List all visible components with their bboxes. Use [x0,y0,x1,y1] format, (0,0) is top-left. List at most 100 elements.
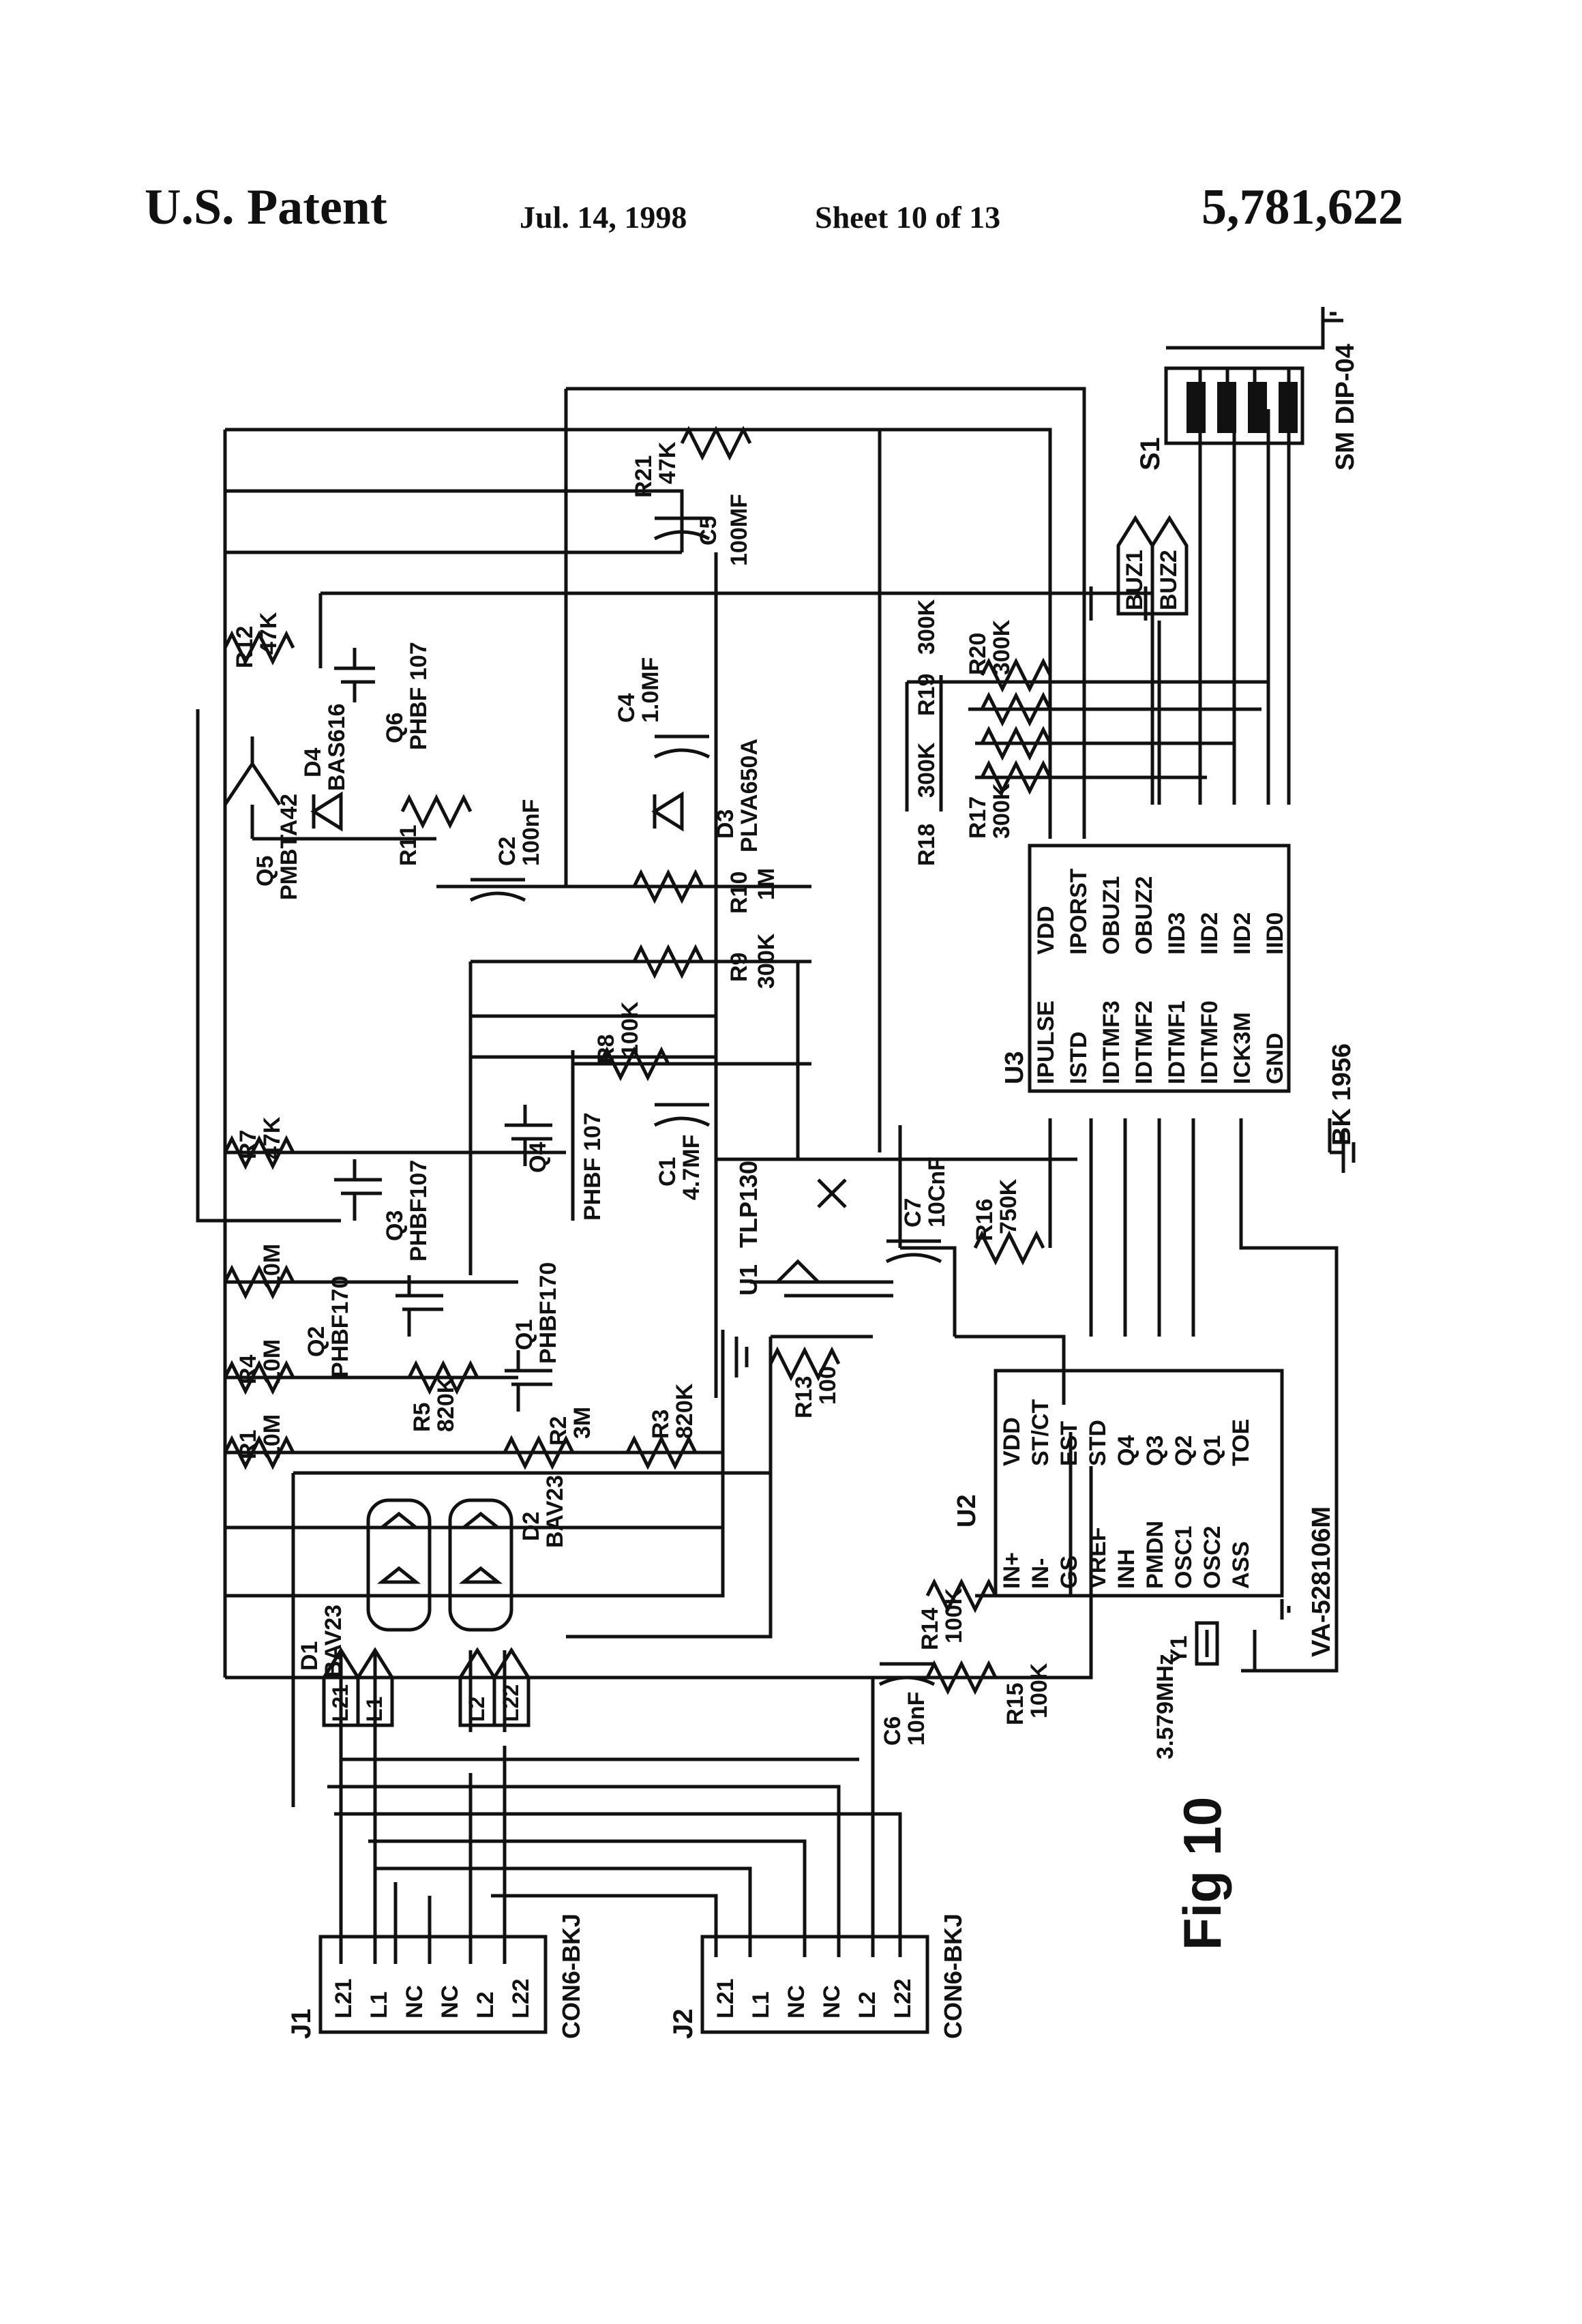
j2-part: CON6-BKJ [939,1913,967,2039]
svg-text:R9: R9 [726,953,752,982]
diode-d4 [310,791,343,832]
resistor-r3 [625,1435,698,1470]
u2-part: VA-528106M [1307,1506,1336,1657]
u2-pin-est: EST [1056,1421,1082,1466]
ground-symbols [734,307,1356,1620]
u3-part: BK 1956 [1328,1043,1356,1146]
resistor-r14 [925,1578,998,1613]
svg-text:300K: 300K [753,933,779,989]
svg-text:47K: 47K [256,612,282,655]
u3-pin-iporst: IPORST [1066,868,1092,955]
u3-pin-names-right: VDD IPORST OBUZ1 OBUZ2 IID3 IID2 IID2 II… [1033,868,1288,955]
resistor-r18 [980,726,1052,761]
diodes [310,791,684,1632]
svg-text:750K: 750K [996,1178,1021,1234]
capacitor-c1 [653,1103,711,1127]
svg-text:D1: D1 [297,1641,323,1671]
diode-labels: D4 BAS616 D3 PLVA650A D1 BAV23 D2 BAV23 [297,703,762,1678]
u2-pin-osc2: OSC2 [1199,1525,1225,1589]
svg-text:L1: L1 [366,1991,392,2018]
svg-text:C7: C7 [900,1198,926,1227]
svg-text:PHBF 107: PHBF 107 [406,642,432,750]
svg-text:300K: 300K [914,742,940,798]
u2-pin-in-minus: IN- [1028,1558,1054,1589]
svg-text:1.0MF: 1.0MF [638,657,663,723]
resistor-r21 [680,426,752,461]
buz2-label: BUZ2 [1156,550,1182,610]
resistor-r5 [407,1360,479,1395]
svg-text:R8: R8 [593,1034,619,1064]
u2-pin-pmdn: PMDN [1142,1521,1168,1589]
u2-pin-vref: VREF [1085,1527,1111,1589]
resistor-r8 [598,1046,670,1082]
svg-text:100K: 100K [1026,1663,1052,1718]
resistor-r1 [223,1435,295,1470]
svg-text:300K: 300K [989,783,1015,839]
svg-text:Q4: Q4 [525,1142,551,1173]
capacitor-labels: C5 100MF C4 1.0MF C2 100nF C1 4.7MF C7 1… [494,494,950,1746]
line-tag-l2-label: L2 [464,1697,489,1722]
u2-pin-st-ct: ST/CT [1028,1399,1054,1466]
transistor-q4 [505,1105,552,1166]
svg-text:Q6: Q6 [382,713,408,743]
svg-text:4.7MF: 4.7MF [678,1135,704,1200]
svg-text:3M: 3M [569,1407,595,1439]
j2-pin-names: L21 L1 NC NC L2 L22 [713,1978,916,2018]
j1-pin-names: L21 L1 NC NC L2 L22 [331,1978,534,2018]
capacitor-c4 [653,734,711,759]
resistor-r13 [768,1346,841,1382]
svg-text:PMBTA42: PMBTA42 [276,794,302,900]
svg-text:L2: L2 [854,1991,880,2018]
svg-text:47K: 47K [655,441,681,484]
svg-text:R21: R21 [631,456,657,498]
u1-ref: U1 [734,1264,762,1296]
svg-text:Q1: Q1 [511,1320,537,1350]
resistor-r20 [980,657,1052,693]
svg-text:NC: NC [402,1985,428,2018]
svg-text:100K: 100K [941,1588,967,1643]
dip-switch-s1 [1164,366,1304,445]
u2-pin-gs: GS [1056,1555,1082,1589]
figure-label: Fig 10 [1172,1797,1232,1950]
resistor-r19 [980,691,1052,727]
u2-pin-names: IN+ IN- GS VREF INH PMDN OSC1 OSC2 ASS [999,1521,1254,1589]
svg-text:PHBF 107: PHBF 107 [580,1112,606,1221]
connector-j1 [318,1935,548,2034]
svg-text:Q5: Q5 [252,856,278,887]
svg-text:R3: R3 [648,1410,674,1439]
svg-text:R5: R5 [409,1403,435,1432]
svg-text:L22: L22 [890,1978,916,2018]
sheet-number: Sheet 10 of 13 [815,200,1001,235]
svg-text:BAV23: BAV23 [320,1605,346,1678]
u3-pin-idtmf0: IDTMF0 [1197,1000,1223,1084]
line-tag-l2 [458,1647,496,1727]
svg-text:100MF: 100MF [726,494,752,566]
u3-pin-ipulse: IPULSE [1033,1000,1059,1084]
diode-pack-d2 [448,1498,513,1632]
svg-text:47K: 47K [259,1116,285,1159]
u2-pin-names-right: VDD ST/CT EST STD Q4 Q3 Q2 Q1 TOE [999,1399,1254,1466]
svg-text:1M: 1M [753,868,779,900]
svg-text:10M: 10M [259,1414,285,1459]
u3-pin-iid3: IID3 [1164,912,1190,955]
u3-ref: U3 [1000,1051,1029,1084]
resistor-r4 [223,1360,295,1395]
svg-text:PHBF170: PHBF170 [327,1276,353,1377]
transistors [223,648,552,1412]
u2-pin-std: STD [1085,1420,1111,1466]
svg-text:R16: R16 [972,1199,998,1241]
u1-part: TLP130 [734,1161,762,1248]
svg-text:R11: R11 [395,825,421,867]
optocoupler-u1 [773,1178,847,1284]
svg-text:PHBF170: PHBF170 [535,1262,561,1364]
svg-text:L21: L21 [713,1978,738,2018]
svg-text:R13: R13 [791,1376,817,1418]
u2-ref: U2 [953,1494,981,1528]
resistor-r12 [223,630,295,666]
capacitor-c2 [469,878,526,902]
u3-pin-obuz1: OBUZ1 [1099,876,1124,955]
u2-pin-q1: Q1 [1199,1435,1225,1466]
svg-text:L1: L1 [748,1991,774,2018]
crystal-ref: Y1 [1166,1635,1192,1664]
